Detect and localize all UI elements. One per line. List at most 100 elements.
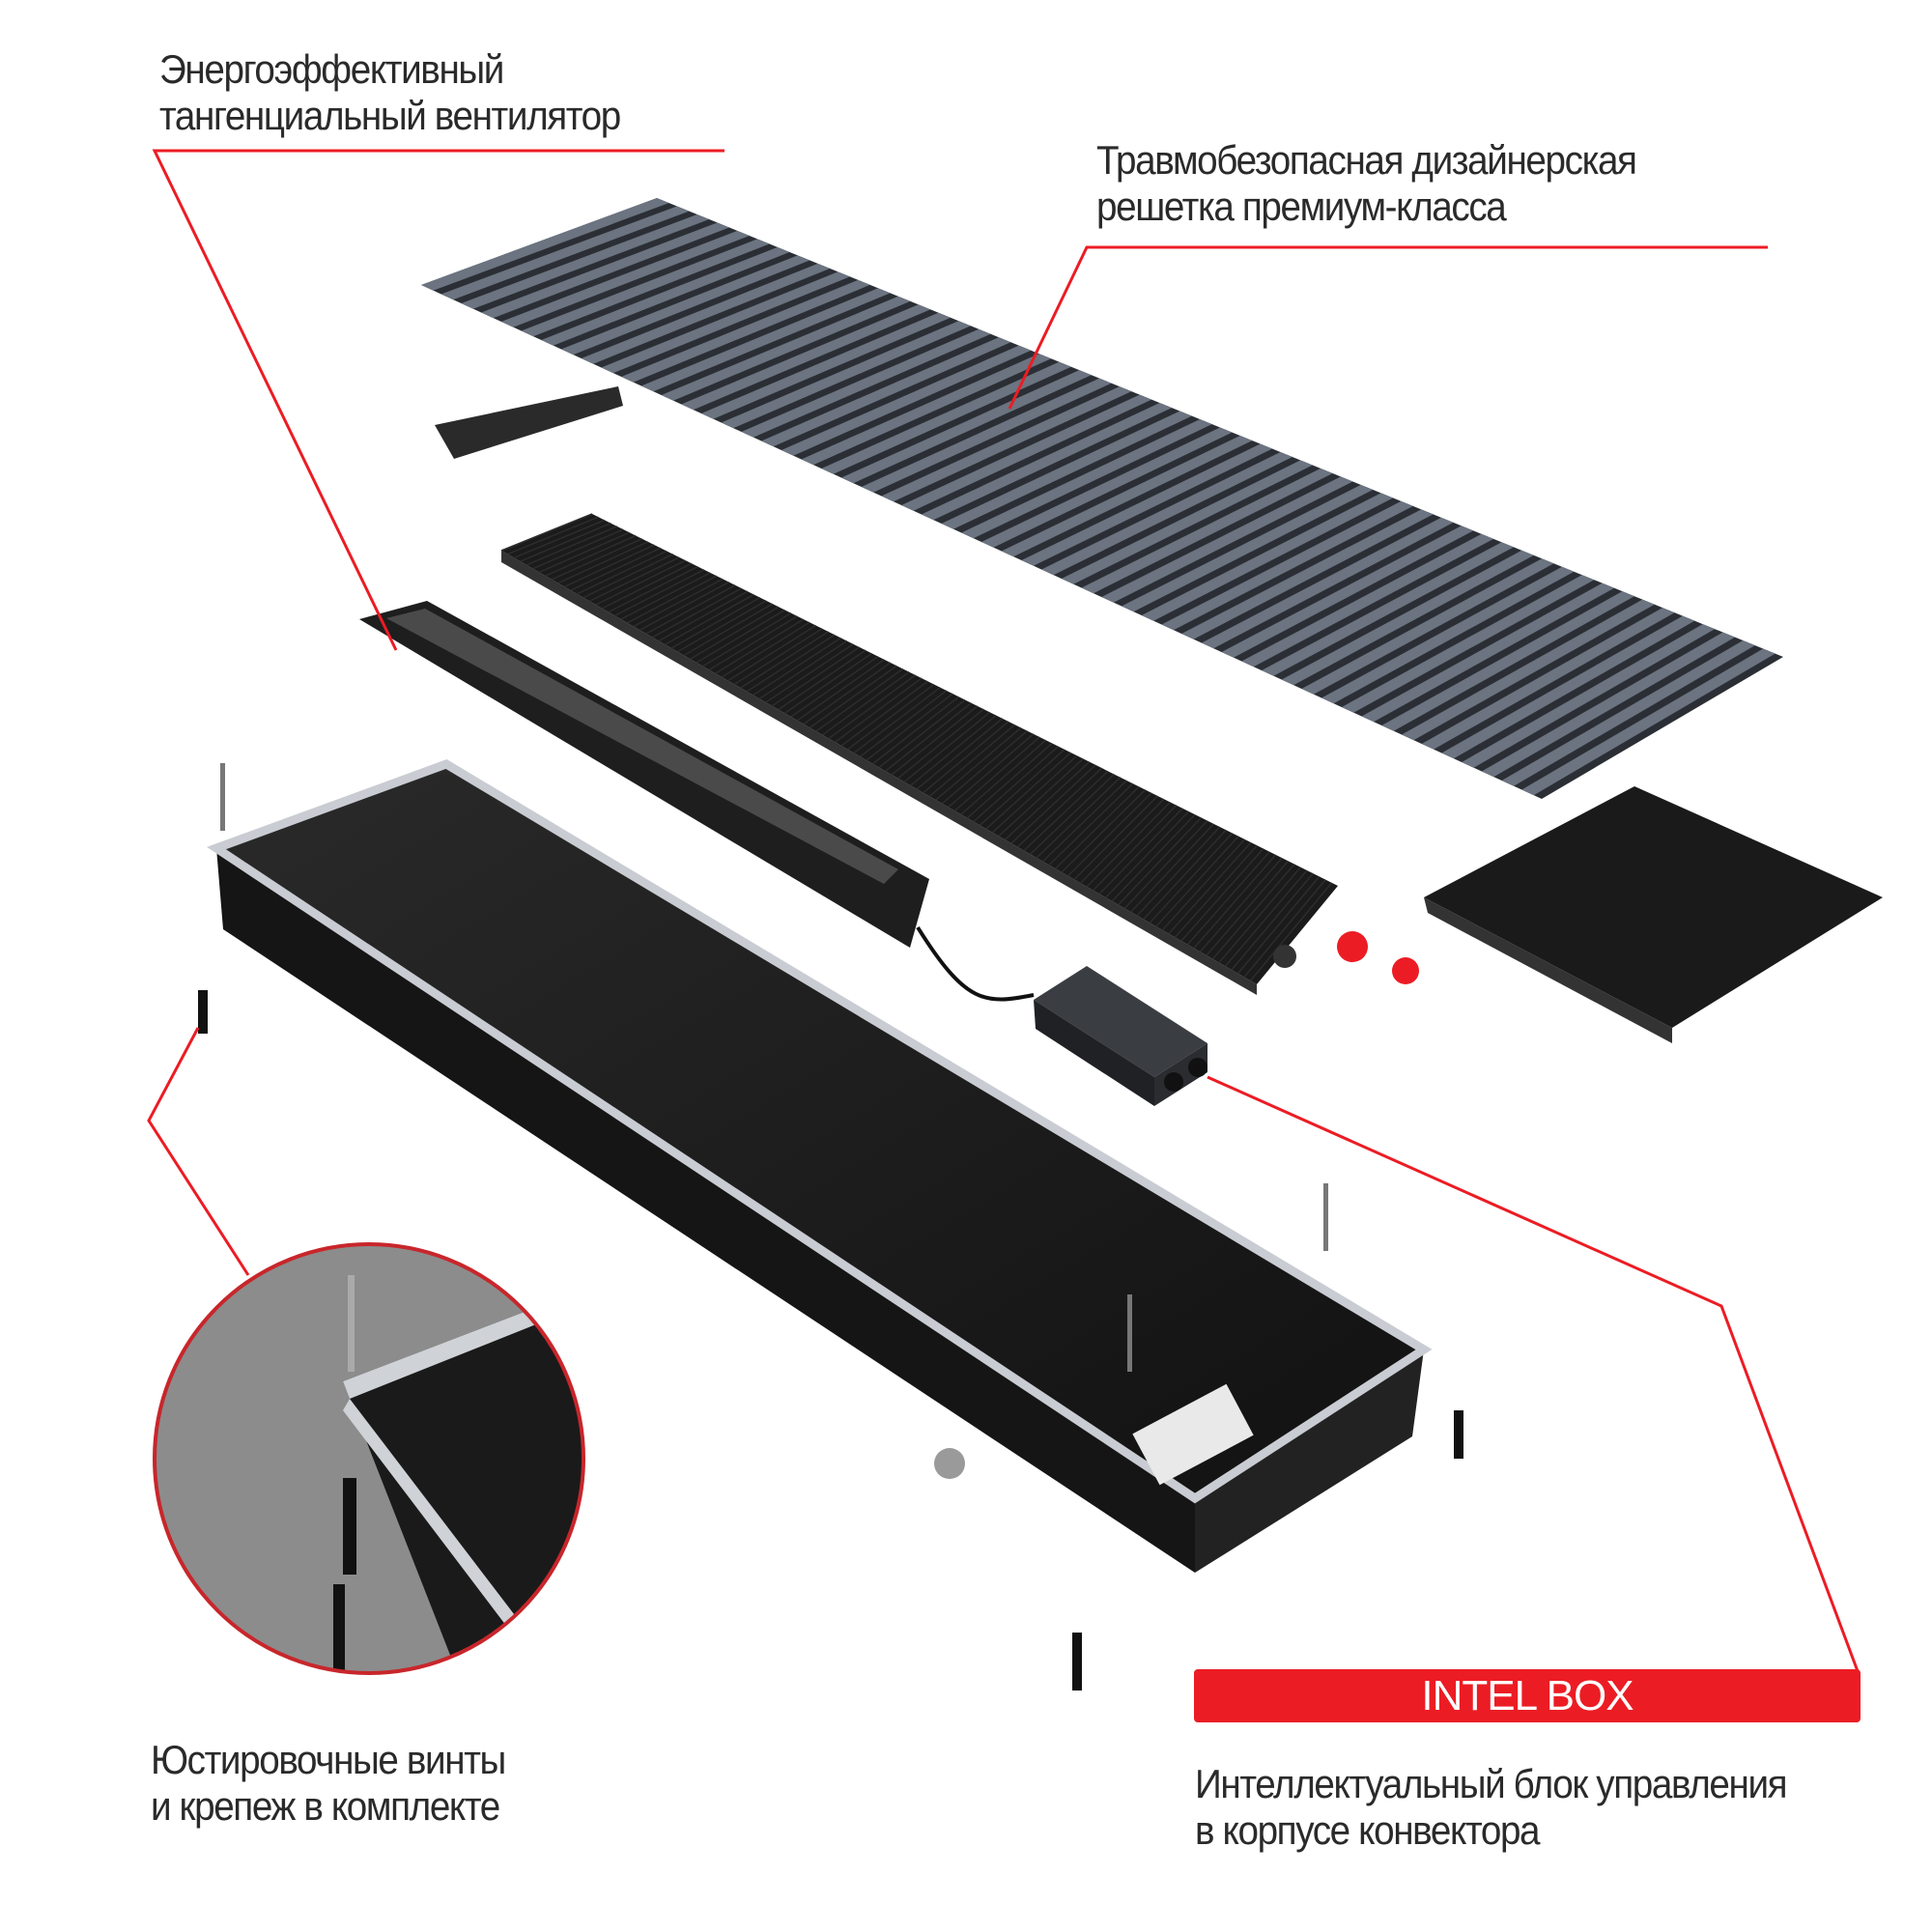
grille-slat <box>1361 582 1615 723</box>
heat-exchanger-fin <box>1155 836 1239 927</box>
grille-bracket <box>435 386 623 459</box>
heat-exchanger-fin <box>753 637 841 696</box>
heat-exchanger-fin <box>941 730 1028 805</box>
grille-slat <box>1041 451 1293 576</box>
grille-slat <box>521 239 770 337</box>
cover-plate <box>1424 786 1883 1028</box>
heat-exchanger-fin <box>652 587 742 639</box>
label-plate <box>1132 1383 1254 1486</box>
heat-exchanger-fin <box>507 516 599 555</box>
heat-exchanger-fin <box>828 674 916 740</box>
heat-exchanger-fin <box>626 575 718 624</box>
grille-slat <box>640 288 891 392</box>
grille-slat <box>1462 624 1716 768</box>
intel-box-badge: INTEL BOX <box>1194 1669 1861 1722</box>
heat-exchanger-fin <box>859 690 948 757</box>
heat-exchanger-fin <box>1010 764 1096 844</box>
heat-exchanger-fin <box>1073 795 1158 881</box>
heat-exchanger-fin <box>733 628 823 686</box>
heat-exchanger-fin <box>601 562 693 610</box>
heat-exchanger-fin <box>595 559 686 606</box>
grille-slat <box>1021 443 1273 566</box>
heat-exchanger-fin <box>979 749 1065 826</box>
heat-exchanger-fin <box>885 702 972 772</box>
heat-exchanger-fin <box>1111 813 1196 902</box>
grille-slat <box>1181 509 1434 639</box>
heat-exchanger-fin <box>966 742 1053 819</box>
callout-text: решетка премиум-класса <box>1096 184 1507 229</box>
cable <box>916 925 1035 1002</box>
heat-exchanger-fin <box>608 565 698 613</box>
heat-exchanger-fin <box>973 746 1059 823</box>
heat-exchanger-fin <box>1098 808 1183 895</box>
grille-slat <box>701 312 951 419</box>
grille-slat <box>941 411 1192 529</box>
heat-exchanger-fin <box>815 668 904 732</box>
grille <box>421 198 1783 799</box>
heat-exchanger-fin <box>878 698 966 769</box>
heat-exchanger-fin <box>1180 848 1264 942</box>
grille-slat <box>761 337 1011 447</box>
grille-slat <box>621 279 870 383</box>
callout-control: Интеллектуальный блок управления в корпу… <box>1195 1761 1788 1854</box>
heat-exchanger-fin <box>834 677 923 743</box>
grille-slat <box>1402 599 1655 741</box>
heat-exchanger-fin <box>771 646 861 707</box>
heat-exchanger-fin <box>727 624 816 682</box>
heat-exchanger-fin <box>840 680 928 747</box>
grille-slat <box>681 304 931 411</box>
heat-exchanger-fin <box>853 687 941 754</box>
callout-text: и крепеж в комплекте <box>151 1783 500 1829</box>
heat-exchanger-fin <box>1249 882 1333 981</box>
leader-lines <box>147 149 1860 1672</box>
heat-exchanger-fin <box>500 513 593 552</box>
grille-slat <box>1001 435 1253 557</box>
grille-slat <box>541 246 790 346</box>
heat-exchanger-fin <box>1186 851 1270 946</box>
grille-slat <box>881 386 1132 502</box>
heat-exchanger-fin <box>658 590 749 642</box>
heat-exchanger-fin <box>582 554 673 599</box>
heat-exchanger-fin <box>1080 798 1165 884</box>
heat-exchanger-fin <box>683 603 773 657</box>
valve-cap <box>1392 957 1419 984</box>
fan-unit <box>359 601 1035 1002</box>
grille-slat <box>1161 500 1413 631</box>
heat-exchanger-fin <box>1029 773 1115 855</box>
callout-fan: Энергоэффективный тангенциальный вентиля… <box>159 46 621 139</box>
grille-slat <box>921 403 1173 521</box>
heat-exchanger-fin <box>538 531 630 574</box>
grille-slat <box>481 222 729 319</box>
heat-exchanger-fin <box>746 634 836 693</box>
fasteners <box>198 763 1463 1690</box>
heat-exchanger-fin <box>702 612 792 668</box>
heat-exchanger-fin <box>1211 864 1295 960</box>
heat-exchanger-fin <box>526 526 618 566</box>
grille-slat <box>861 378 1112 493</box>
heat-exchanger <box>500 513 1419 995</box>
heat-exchanger-fin <box>1136 826 1221 917</box>
heat-exchanger-fin <box>670 596 761 649</box>
callout-text: Интеллектуальный блок управления <box>1195 1761 1788 1806</box>
valve-cap <box>1337 931 1368 962</box>
heat-exchanger-fin <box>803 662 892 725</box>
heat-exchanger-fin <box>960 739 1047 815</box>
heat-exchanger-fin <box>935 726 1022 801</box>
heat-exchanger-fin <box>765 643 854 703</box>
grille-slat <box>440 206 690 300</box>
grille-slat <box>781 345 1032 456</box>
heat-exchanger-fin <box>1066 792 1152 877</box>
heat-exchanger-fin <box>891 705 979 776</box>
heat-exchanger-fin <box>928 724 1015 798</box>
heat-exchanger-fin <box>1048 782 1134 867</box>
heat-exchanger-fin <box>1041 780 1127 863</box>
heat-exchanger-fin <box>1161 838 1246 931</box>
heat-exchanger-fin <box>1036 777 1122 859</box>
heat-exchanger-fin <box>872 696 960 765</box>
grille-slat <box>1081 468 1333 594</box>
heat-exchanger-fin <box>639 581 729 631</box>
heat-exchanger-fin <box>1123 820 1208 909</box>
heat-exchanger-fin <box>1206 860 1290 956</box>
heat-exchanger-fin <box>613 569 705 617</box>
